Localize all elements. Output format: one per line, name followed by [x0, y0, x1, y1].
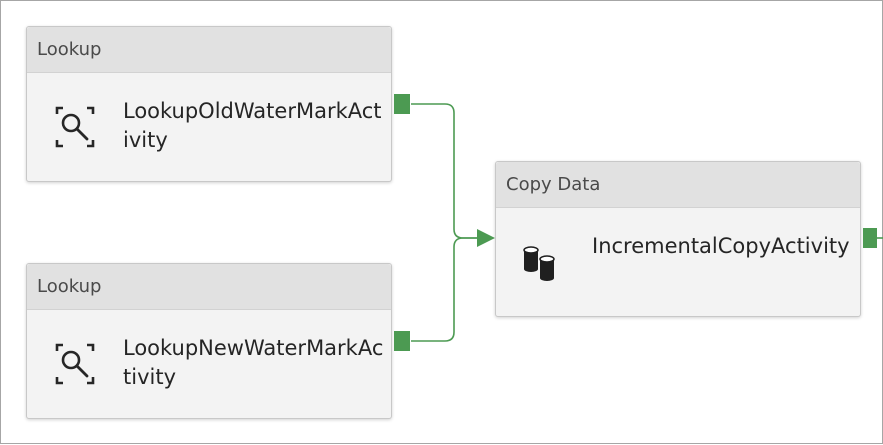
success-output-port-lookup-old[interactable]	[394, 94, 410, 114]
activity-type-label: Lookup	[27, 264, 391, 310]
activity-incremental-copy[interactable]: Copy Data IncrementalCopyActivity	[495, 161, 861, 317]
edge-arrowhead	[477, 229, 495, 247]
copy-data-icon	[523, 246, 555, 281]
activity-name: LookupOldWaterMarkActivity	[123, 99, 382, 152]
lookup-icon	[55, 106, 95, 148]
success-output-port-copy-data[interactable]	[863, 228, 877, 248]
success-output-port-lookup-new[interactable]	[394, 331, 410, 351]
edge-lookup-new-to-copy	[411, 237, 479, 342]
activity-lookup-old-watermark[interactable]: Lookup LookupOldWaterMarkActivity	[26, 26, 392, 182]
activity-type-label: Copy Data	[496, 162, 860, 208]
activity-type-label: Lookup	[27, 27, 391, 73]
activity-lookup-new-watermark[interactable]: Lookup LookupNewWaterMarkActivity	[26, 263, 392, 419]
lookup-icon	[55, 343, 95, 385]
edge-lookup-old-to-copy	[411, 103, 479, 239]
activity-name: IncrementalCopyActivity	[592, 234, 850, 258]
activity-name: LookupNewWaterMarkActivity	[123, 336, 384, 389]
